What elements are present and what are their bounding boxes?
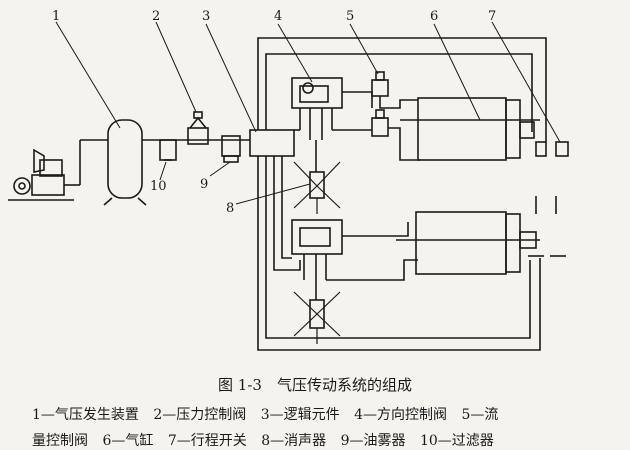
direction-valve-lower xyxy=(291,219,418,300)
cylinder-upper xyxy=(400,97,540,161)
receiver-tank xyxy=(79,119,147,206)
label-2: 2 xyxy=(152,9,160,24)
legend-item: 量控制阀 xyxy=(32,433,88,449)
logic-element xyxy=(249,129,295,157)
legend-item: 1—气压发生装置 xyxy=(32,407,139,423)
label-5: 5 xyxy=(346,9,354,24)
flow-valve-b xyxy=(371,117,389,137)
filter xyxy=(159,139,177,161)
legend-item: 2—压力控制阀 xyxy=(153,407,247,423)
direction-valve-upper xyxy=(291,77,373,140)
label-10: 10 xyxy=(150,179,167,194)
limit-switch-a xyxy=(535,141,547,157)
compressor-unit xyxy=(8,148,80,201)
label-6: 6 xyxy=(430,9,438,24)
legend-item: 4—方向控制阀 xyxy=(354,407,448,423)
pressure-regulator xyxy=(187,111,209,145)
legend-item: 10—过滤器 xyxy=(419,433,494,449)
label-7: 7 xyxy=(488,9,496,24)
legend-item: 9—油雾器 xyxy=(340,433,406,449)
flow-valve-a xyxy=(371,79,389,97)
lubricator xyxy=(221,135,241,157)
label-3: 3 xyxy=(202,9,210,24)
cylinder-lower xyxy=(396,211,540,275)
limit-switch-b xyxy=(555,141,569,157)
legend-item: 6—气缸 xyxy=(102,433,154,449)
silencer-upper xyxy=(309,171,325,199)
label-1: 1 xyxy=(52,9,60,24)
figure-caption: 图 1-3 气压传动系统的组成 xyxy=(218,376,412,394)
legend-item: 3—逻辑元件 xyxy=(260,407,340,423)
legend-item: 8—消声器 xyxy=(261,433,327,449)
label-9: 9 xyxy=(200,177,208,192)
legend-line-1: 1—气压发生装置 2—压力控制阀 3—逻辑元件 4—方向控制阀 5—流 xyxy=(32,404,612,424)
label-8: 8 xyxy=(226,201,234,216)
legend-item: 7—行程开关 xyxy=(167,433,247,449)
legend-item: 5—流 xyxy=(461,407,499,423)
legend-line-2: 量控制阀 6—气缸 7—行程开关 8—消声器 9—油雾器 10—过滤器 xyxy=(32,430,612,450)
label-4: 4 xyxy=(274,9,282,24)
